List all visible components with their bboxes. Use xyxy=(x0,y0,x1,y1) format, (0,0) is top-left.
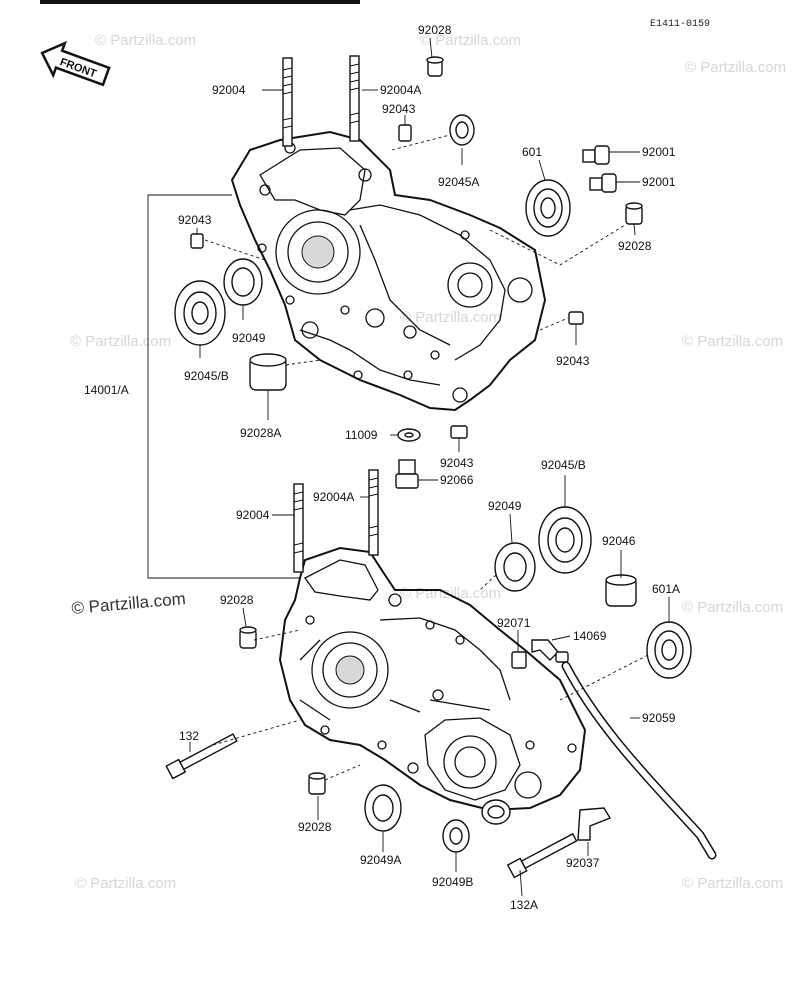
callout-label: 92028 xyxy=(220,593,254,607)
callout-labels: 92028 92004 92004A 92043 92045A 601 9200… xyxy=(84,23,680,912)
callout-label: 92028A xyxy=(240,426,281,440)
callout-label: 92043 xyxy=(556,354,590,368)
bearing-92046 xyxy=(605,574,637,607)
dowel-92043-right xyxy=(568,311,584,325)
collar-92028a xyxy=(249,353,287,391)
seal-92049 xyxy=(223,258,263,306)
dowel-92028-top xyxy=(426,56,444,77)
callout-label: 92043 xyxy=(178,213,212,227)
watermark: © Partzilla.com xyxy=(682,599,783,616)
clamp-92037 xyxy=(577,807,612,841)
callout-label: 92004A xyxy=(380,83,421,97)
callout-label: 92001 xyxy=(642,145,676,159)
watermark: © Partzilla.com xyxy=(400,585,501,602)
upper-crankcase xyxy=(230,130,547,412)
callout-label: 601 xyxy=(522,145,542,159)
watermark: © Partzilla.com xyxy=(70,333,171,350)
callout-label: 92028 xyxy=(418,23,452,37)
watermark: © Partzilla.com xyxy=(95,32,196,49)
dowel-92043-bottom xyxy=(450,425,468,439)
dowel-92028-lower-mid xyxy=(308,772,326,795)
stud-92004a-upper xyxy=(349,55,360,142)
bearing-92045a xyxy=(449,114,475,146)
callout-label: 92043 xyxy=(440,456,474,470)
stud-92004-upper xyxy=(282,57,293,147)
watermark: © Partzilla.com xyxy=(75,875,176,892)
callout-label: 14069 xyxy=(573,629,607,643)
callout-label: 92045/B xyxy=(541,458,586,472)
front-arrow-icon: FRONT xyxy=(40,40,111,87)
dowel-92028-right xyxy=(625,202,643,225)
callout-label: 92049B xyxy=(432,875,473,889)
callout-label: 92045/B xyxy=(184,369,229,383)
lower-parts xyxy=(165,469,717,879)
bolt-92001-b xyxy=(589,173,617,193)
watermark: © Partzilla.com xyxy=(685,59,786,76)
callout-label: 92045A xyxy=(438,175,479,189)
seal-92049b xyxy=(442,819,470,853)
callout-label: 92028 xyxy=(298,820,332,834)
callout-label: 92049 xyxy=(488,499,522,513)
elbow-14069 xyxy=(531,639,569,663)
dowel-92028-lower-left xyxy=(239,626,257,649)
bolt-132a xyxy=(506,832,578,879)
callout-label: 92059 xyxy=(642,711,676,725)
bearing-601 xyxy=(525,179,571,237)
watermark-dark: © Partzilla.com xyxy=(71,589,187,618)
callout-label: 92004 xyxy=(212,83,246,97)
hose-92059-inner xyxy=(563,663,715,858)
diagram-code: E1411-0159 xyxy=(650,19,710,30)
callout-label: 92004 xyxy=(236,508,270,522)
callout-label: 92066 xyxy=(440,473,474,487)
seal-92049-lower xyxy=(494,542,536,592)
plug-92066 xyxy=(395,459,419,489)
callout-label: 132 xyxy=(179,729,199,743)
fitting-92071 xyxy=(511,651,527,669)
dowel-92043 xyxy=(398,124,412,142)
callout-label: 92001 xyxy=(642,175,676,189)
watermark: © Partzilla.com xyxy=(682,875,783,892)
leader-lines xyxy=(147,37,670,897)
callout-label: 132A xyxy=(510,898,538,912)
callout-label: 92004A xyxy=(313,490,354,504)
stud-92004a-lower xyxy=(368,469,379,556)
header-title-fragment xyxy=(40,0,360,4)
callout-label: 92049A xyxy=(360,853,401,867)
bearing-92045b-lower xyxy=(538,506,592,574)
watermark: © Partzilla.com xyxy=(420,32,521,49)
washer-11009 xyxy=(397,428,421,442)
callout-label: 92028 xyxy=(618,239,652,253)
watermark: © Partzilla.com xyxy=(400,309,501,326)
callout-label: 92071 xyxy=(497,616,531,630)
bolt-132 xyxy=(165,733,238,780)
callout-label: 92046 xyxy=(602,534,636,548)
callout-label: 92043 xyxy=(382,102,416,116)
bearing-601a xyxy=(646,621,692,679)
callout-label: 601A xyxy=(652,582,680,596)
ring xyxy=(481,799,511,825)
seal-92049a xyxy=(364,784,402,832)
callout-label: 14001/A xyxy=(84,383,129,397)
bearing-92045b-upper xyxy=(174,280,226,346)
watermark: © Partzilla.com xyxy=(682,333,783,350)
stud-92004-lower xyxy=(293,483,304,573)
callout-label: 92037 xyxy=(566,856,600,870)
callout-label: 92049 xyxy=(232,331,266,345)
callout-label: 11009 xyxy=(345,428,378,442)
lower-crankcase xyxy=(278,546,587,812)
bolt-92001-a xyxy=(582,145,610,165)
dowel-92043-left xyxy=(190,233,204,249)
upper-parts xyxy=(174,55,643,489)
